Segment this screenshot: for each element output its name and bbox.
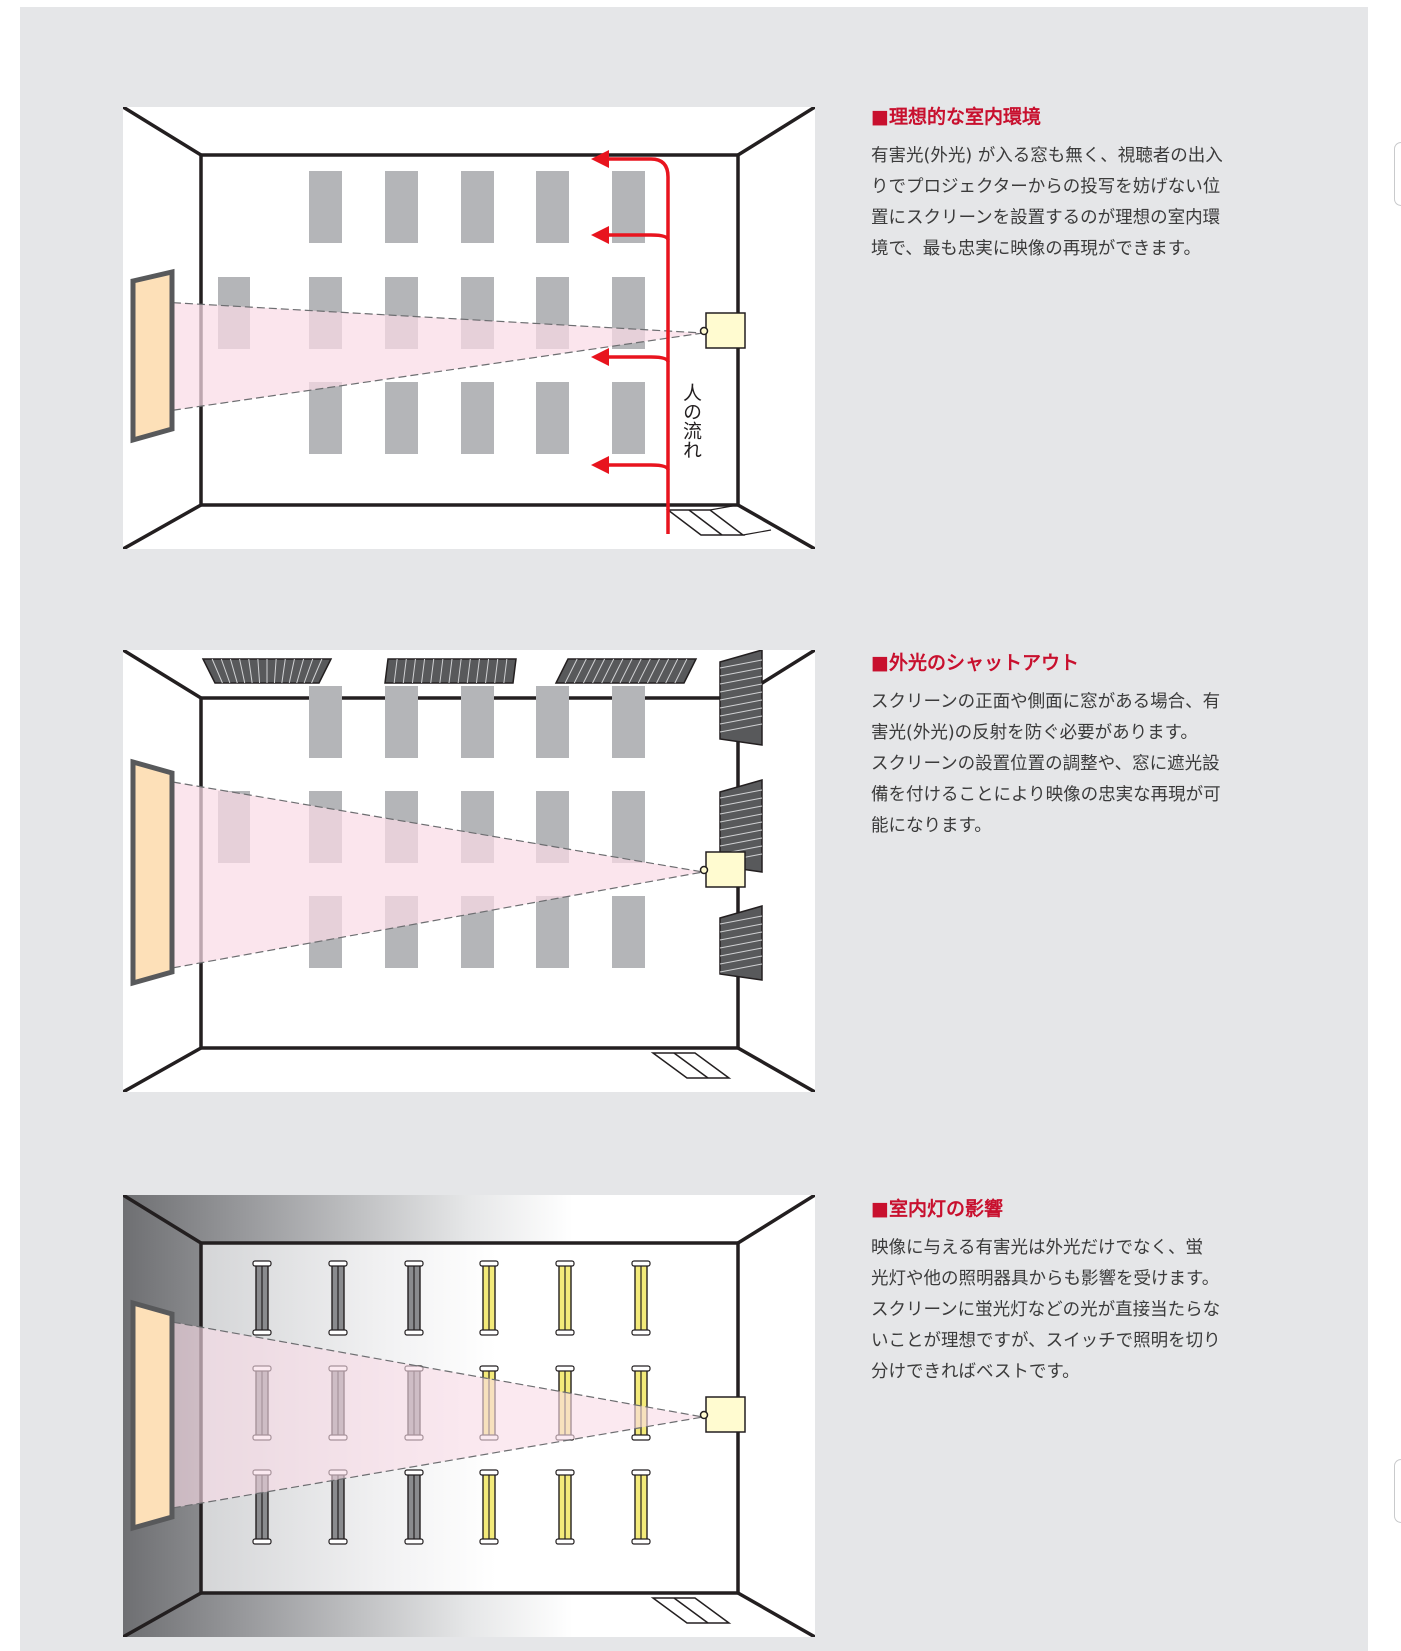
body-line: スクリーンに蛍光灯などの光が直接当たらな [871,1300,1221,1320]
external-light-text: ■外光のシャットアウト スクリーンの正面や側面に窓がある場合、有 害光(外光)の… [871,650,1291,842]
section-heading: ■理想的な室内環境 [871,106,1041,128]
body-line: スクリーンの正面や側面に窓がある場合、有 [871,692,1221,712]
seat-block [536,686,569,758]
ceiling-lamp [404,1260,424,1336]
seat-block [536,171,569,243]
ceiling-lamp [479,1260,499,1336]
flow-arrows [605,157,670,534]
screen [130,758,175,987]
body-line: 害光(外光)の反射を防ぐ必要があります。 [871,723,1198,743]
ceiling-lamp [631,1260,651,1336]
page-edge-tab [1394,1459,1401,1523]
section-heading: ■外光のシャットアウト [871,652,1079,674]
ceiling-lamp [404,1469,424,1545]
people-flow-label: 人の流れ [680,383,702,459]
seat-block [385,382,418,454]
body-line: 光灯や他の照明器具からも影響を受けます。 [871,1269,1220,1289]
body-line: 分けできればベストです。 [871,1362,1080,1382]
seat-block [461,382,494,454]
seat-block [612,686,645,758]
projection-beam [161,302,703,412]
page-edge-tab [1394,142,1401,206]
ideal-room-text: ■理想的な室内環境 有害光(外光) が入る窓も無く、視聴者の出入 りでプロジェク… [871,104,1291,265]
external-light-diagram [123,650,815,1092]
projection-beam [161,780,703,970]
seat-block [385,686,418,758]
room-lighting-text: ■室内灯の影響 映像に与える有害光は外光だけでなく、蛍 光灯や他の照明器具からも… [871,1196,1291,1388]
screen [130,1299,175,1532]
seat-block [536,382,569,454]
seat-block [612,896,645,968]
body-line: スクリーンの設置位置の調整や、窓に遮光設 [871,754,1220,774]
body-line: 有害光(外光) が入る窓も無く、視聴者の出入 [871,146,1223,166]
seat-block [536,896,569,968]
seat-block [461,171,494,243]
ideal-room-diagram: 人の流れ [123,107,815,549]
ceiling-window-blinds [201,658,698,684]
projector-icon [705,851,746,888]
projector-icon [705,312,746,349]
body-line: りでプロジェクターからの投写を妨げない位 [871,177,1221,197]
seat-block [612,791,645,863]
seat-block [309,686,342,758]
projection-beam [161,1320,703,1510]
body-line: 置にスクリーンを設置するのが理想の室内環 [871,208,1221,228]
body-line: 能になります。 [871,816,992,836]
screen [130,268,175,444]
seat-block [612,171,645,243]
section-heading: ■室内灯の影響 [871,1198,1003,1220]
ceiling-lamp [328,1260,348,1336]
seat-block [309,171,342,243]
body-line: 備を付けることにより映像の忠実な再現が可 [871,785,1221,805]
room-lighting-diagram [123,1195,815,1637]
body-line: いことが理想ですが、スイッチで照明を切り [871,1331,1221,1351]
seat-block [461,686,494,758]
body-line: 映像に与える有害光は外光だけでなく、蛍 [871,1238,1203,1258]
projector-icon [705,1396,746,1433]
seat-block [385,171,418,243]
body-line: 境で、最も忠実に映像の再現ができます。 [871,239,1202,259]
ceiling-lamp [555,1260,575,1336]
ceiling-lamp [252,1260,272,1336]
ceiling-lamp [555,1469,575,1545]
ceiling-lamp [631,1469,651,1545]
ceiling-lamp [479,1469,499,1545]
seat-block [309,382,342,454]
side-window-blinds [719,650,763,981]
seat-block [612,382,645,454]
